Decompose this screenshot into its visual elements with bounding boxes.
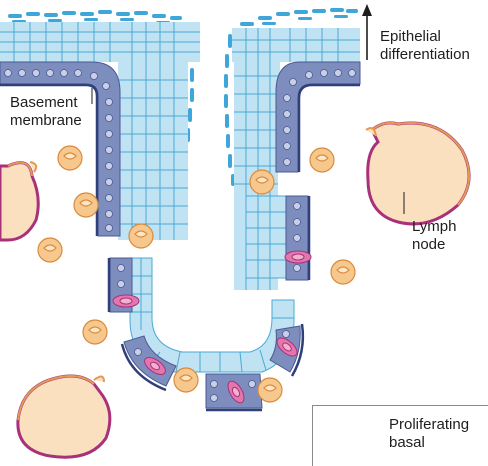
immune-cell [174, 368, 198, 392]
legend-box: Proliferating basal [312, 405, 488, 466]
lymph-label-line1: Lymph [412, 218, 456, 236]
epithelial-differentiation-label: Epithelial differentiation [380, 28, 470, 64]
migrating-cell [113, 295, 139, 307]
basement-membrane-label: Basement membrane [10, 94, 82, 130]
immune-cell [58, 146, 82, 170]
basement-label-line1: Basement [10, 94, 82, 112]
legend-label-line2: basal [389, 434, 469, 452]
lymph-node-left [0, 162, 38, 240]
lymph-node-label: Lymph node [412, 218, 456, 254]
immune-cell [38, 238, 62, 262]
immune-cell [250, 170, 274, 194]
immune-cell [74, 193, 98, 217]
basement-label-line2: membrane [10, 112, 82, 130]
immune-cell [83, 320, 107, 344]
right-broken-segment [246, 196, 309, 280]
lymph-node-bottom [18, 376, 110, 457]
lymph-label-line2: node [412, 236, 456, 254]
right-epithelium [224, 8, 360, 290]
immune-cell [310, 148, 334, 172]
epithelial-label-line1: Epithelial [380, 28, 470, 46]
migrating-cell [285, 251, 311, 263]
immune-cell [331, 260, 355, 284]
lymph-node-right [366, 123, 469, 224]
epithelial-label-line2: differentiation [380, 46, 470, 64]
legend-label: Proliferating basal [389, 416, 469, 452]
immune-cell [129, 224, 153, 248]
legend-label-line1: Proliferating [389, 416, 469, 434]
immune-cell [258, 378, 282, 402]
differentiation-arrow [362, 4, 372, 60]
